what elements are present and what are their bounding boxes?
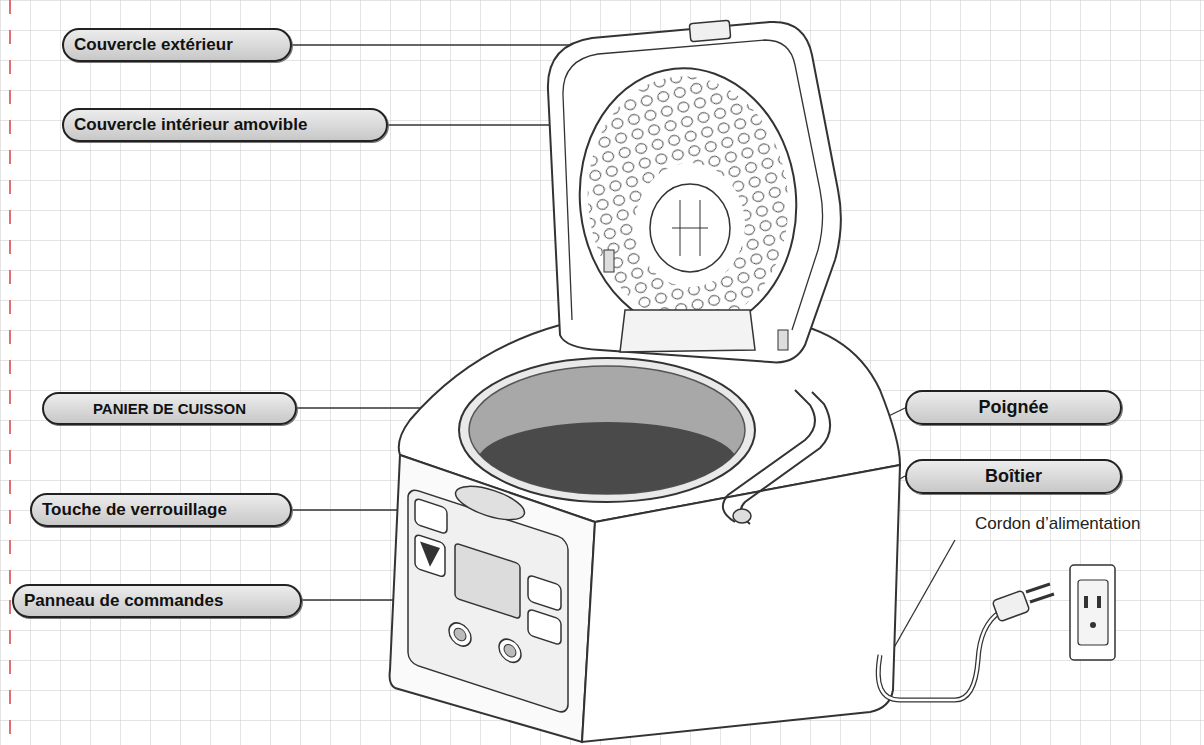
panel-button <box>415 534 445 578</box>
part-name: Poignée <box>978 397 1048 418</box>
outlet-slot <box>1097 596 1101 608</box>
wall-outlet <box>1070 565 1115 660</box>
lid-clip <box>778 330 788 350</box>
part-name: Couvercle extérieur <box>74 35 233 55</box>
round-button-center <box>454 627 466 643</box>
outlet-slot <box>1084 596 1088 608</box>
power-cord-core <box>878 612 1000 700</box>
margin-line <box>9 0 11 745</box>
part-name: Cordon d’alimentation <box>975 514 1140 534</box>
label-pill: Touche de verrouillage <box>30 493 292 527</box>
cap-detail <box>672 200 708 256</box>
label-pill: Poignée <box>905 390 1122 425</box>
handle-end <box>733 509 751 523</box>
outlet-face <box>1078 580 1108 645</box>
pot-bottom-group <box>477 422 737 502</box>
inner-lid-center <box>635 163 745 287</box>
label-pill: Couvercle extérieur <box>62 28 292 62</box>
inner-lid <box>567 57 809 342</box>
outer-lid <box>548 22 841 362</box>
pot-rim <box>459 358 755 502</box>
handle <box>723 390 815 522</box>
leader-line <box>292 44 610 45</box>
label-pill: Couvercle intérieur amovible <box>62 108 388 142</box>
panel-frame <box>408 488 568 715</box>
label-pill: Panneau de commandes <box>12 584 302 618</box>
power-cord <box>878 612 1000 700</box>
inner-lid-cap <box>650 184 730 272</box>
display <box>455 543 520 619</box>
lid-latch <box>689 20 730 41</box>
button-triangle <box>420 541 440 569</box>
label-pill: Boîtier <box>905 459 1122 494</box>
round-button-center <box>504 643 516 659</box>
lock-button <box>452 480 529 527</box>
plug-prongs <box>1026 584 1054 602</box>
lid-clip <box>604 250 614 272</box>
control-panel <box>408 488 568 715</box>
lid-hinge <box>620 310 755 352</box>
panel-button <box>528 575 561 612</box>
inner-lid-holes <box>576 66 801 334</box>
part-name: Boîtier <box>985 466 1042 487</box>
handle <box>741 392 830 524</box>
part-name: Touche de verrouillage <box>42 500 227 520</box>
round-button <box>499 636 521 665</box>
panel-button <box>528 609 561 646</box>
part-name: PANIER DE CUISSON <box>93 400 246 417</box>
outlet-ground <box>1090 622 1096 628</box>
panel-button <box>415 498 447 534</box>
label-pill: PANIER DE CUISSON <box>42 392 297 425</box>
round-button <box>449 620 471 649</box>
part-name: Panneau de commandes <box>24 591 223 611</box>
part-name: Couvercle intérieur amovible <box>74 115 307 135</box>
pot-bottom <box>477 422 737 502</box>
plug <box>992 590 1030 622</box>
